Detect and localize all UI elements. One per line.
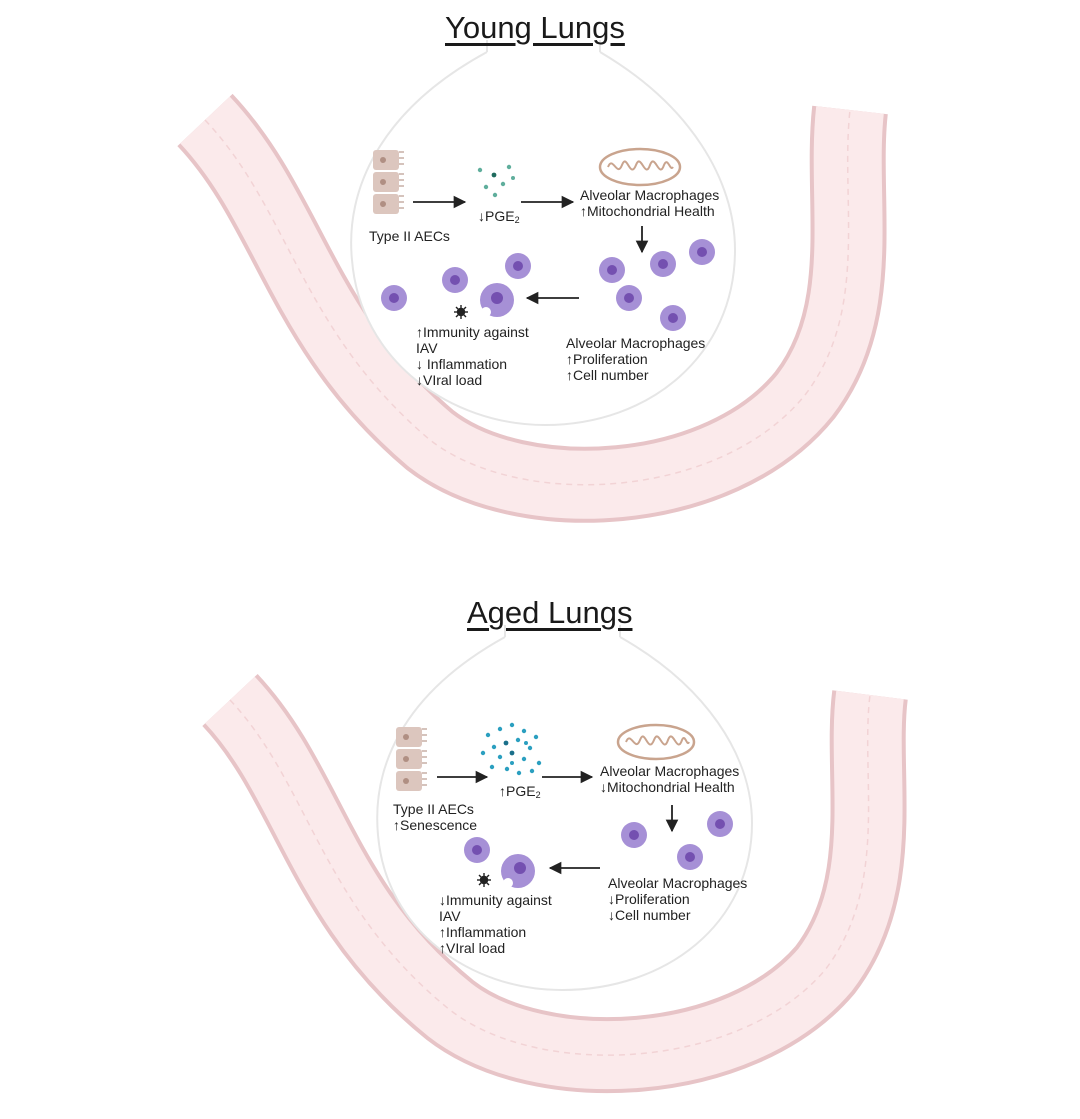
- pge2-label-young: ↓PGE2: [478, 208, 520, 228]
- pge2-subscript: 2: [535, 790, 541, 800]
- pge2-arrow: ↑: [499, 783, 506, 799]
- airway-tube: [201, 673, 908, 1094]
- aec-label-line: ↑Senescence: [393, 817, 478, 833]
- macrophage-cluster-proliferating: [599, 239, 715, 331]
- aged-lungs-illustration: [201, 625, 908, 1094]
- mito-label-line: Alveolar Macrophages: [580, 187, 720, 203]
- outcome-line: ↑Inflammation: [439, 924, 527, 940]
- aec-label-line: Type II AECs: [369, 228, 450, 244]
- mito-label-line: ↓Mitochondrial Health: [600, 779, 735, 795]
- am-label-line: ↓Proliferation: [608, 891, 690, 907]
- am-label-line: Alveolar Macrophages: [608, 875, 748, 891]
- am-label-line: Alveolar Macrophages: [566, 335, 706, 351]
- outcome-label-young: ↑Immunity against IAV ↓ Inflammation ↓VI…: [416, 324, 529, 388]
- airway-tube: [176, 93, 888, 523]
- pge2-text: PGE: [485, 208, 515, 224]
- aged-lungs-panel: Aged Lungs Type II AECs ↑Senescence ↑PGE…: [0, 585, 1080, 1119]
- outcome-label-aged: ↓Immunity against IAV ↑Inflammation ↑VIr…: [439, 892, 552, 956]
- young-lungs-panel: Young Lungs Type II AECs ↓PGE2 Alveolar …: [176, 10, 888, 523]
- am-label-line: ↓Cell number: [608, 907, 691, 923]
- young-lungs-illustration: [176, 40, 888, 523]
- pge2-molecules-icon: [480, 722, 542, 776]
- outcome-line: IAV: [439, 908, 461, 924]
- alveolus: [350, 40, 737, 427]
- mito-label-young: Alveolar Macrophages ↑Mitochondrial Heal…: [580, 187, 719, 219]
- pge2-text: PGE: [506, 783, 536, 799]
- outcome-line: ↓ Inflammation: [416, 356, 508, 372]
- mito-label-line: ↑Mitochondrial Health: [580, 203, 715, 219]
- macrophage-cluster-active: [464, 837, 535, 888]
- pge2-molecules-icon: [477, 164, 515, 198]
- am-label-young: Alveolar Macrophages ↑Proliferation ↑Cel…: [566, 335, 705, 383]
- pge2-subscript: 2: [514, 215, 520, 225]
- am-label-line: ↑Cell number: [566, 367, 649, 383]
- pge2-label-aged: ↑PGE2: [499, 783, 541, 803]
- aec-label-young: Type II AECs: [369, 228, 450, 244]
- am-label-aged: Alveolar Macrophages ↓Proliferation ↓Cel…: [608, 875, 747, 923]
- mito-label-line: Alveolar Macrophages: [600, 763, 740, 779]
- outcome-line: ↑Immunity against: [416, 324, 529, 340]
- mitochondria-icon: [616, 723, 696, 761]
- pathway-arrows: [413, 195, 649, 305]
- panel-title-aged: Aged Lungs: [467, 595, 633, 630]
- pathway-arrows: [437, 770, 679, 875]
- aec-label-aged: Type II AECs ↑Senescence: [393, 801, 477, 833]
- type-ii-aec-icon: [373, 150, 404, 214]
- type-ii-aec-icon: [396, 727, 427, 791]
- pge2-arrow: ↓: [478, 208, 485, 224]
- outcome-line: ↓Immunity against: [439, 892, 552, 908]
- outcome-line: ↑VIral load: [439, 940, 506, 956]
- panel-title-young: Young Lungs: [445, 10, 625, 45]
- macrophage-cluster-reduced: [621, 811, 733, 870]
- am-label-line: ↑Proliferation: [566, 351, 648, 367]
- mitochondria-icon: [598, 147, 682, 187]
- virus-icon: [454, 305, 468, 319]
- macrophage-cluster-active: [381, 253, 531, 317]
- aec-label-line: Type II AECs: [393, 801, 474, 817]
- virus-icon: [477, 873, 491, 887]
- outcome-line: IAV: [416, 340, 438, 356]
- outcome-line: ↓VIral load: [416, 372, 483, 388]
- mito-label-aged: Alveolar Macrophages ↓Mitochondrial Heal…: [600, 763, 739, 795]
